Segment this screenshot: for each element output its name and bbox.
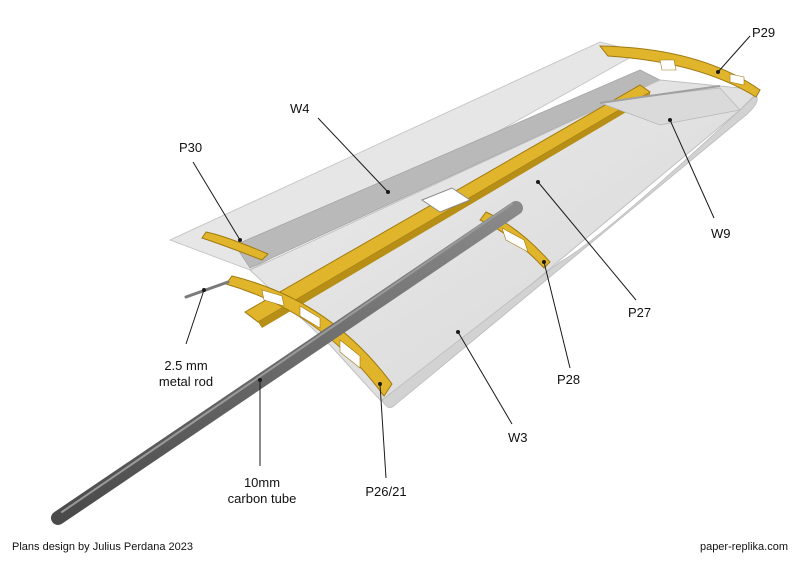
rib-p29 [598,45,761,98]
label-p28: P28 [557,372,580,387]
label-p27: P27 [628,305,651,320]
label-carbon-tube-line2: carbon tube [228,491,297,506]
skin-square-hole [420,187,472,213]
carbon-tube-highlight [61,203,513,513]
leader-p26-21-dot [378,382,382,386]
carbon-tube [51,201,523,525]
leader-p30 [192,161,241,241]
label-w3: W3 [508,430,528,445]
label-p30: P30 [179,140,202,155]
leader-p27-dot [536,180,540,184]
label-w4: W4 [290,101,310,116]
leader-w3-dot [456,330,460,334]
label-metal-rod-line1: 2.5 mm [164,358,207,373]
metal-rod [184,280,230,299]
leader-p29-dot [716,70,720,74]
rib-p26-hole-3 [339,339,361,369]
leader-lines [185,35,751,479]
leader-p29 [717,35,751,73]
leader-metal-rod-dot [202,288,206,292]
leader-carbon-tube-dot [258,378,262,382]
label-w9: W9 [711,226,731,241]
leader-w3 [457,331,513,425]
leader-w9 [669,119,715,219]
rib-p30 [201,231,269,261]
label-metal-rod-line2: metal rod [159,374,213,389]
label-p29: P29 [752,25,775,40]
leader-p30-dot [238,238,242,242]
rib-p26-hole-1 [261,289,285,307]
rib-p28-hole [501,227,529,253]
leader-p28 [543,261,571,369]
leader-metal-rod [185,289,205,345]
label-carbon-tube-line1: 10mm [244,475,280,490]
rib-p29-hole-2 [729,73,745,86]
label-p26-21: P26/21 [365,484,406,499]
credit-text: Plans design by Julius Perdana 2023 [12,541,194,553]
leader-p28-dot [542,260,546,264]
leader-w9-dot [668,118,672,122]
leader-p27 [537,181,637,301]
spar-p27-side [258,92,650,328]
website-text: paper-replika.com [699,541,788,553]
leader-w4-dot [386,190,390,194]
wing-skin-w3 [249,79,762,406]
leader-p26-21 [379,383,387,479]
leader-w4 [317,117,389,193]
w9-hinge-line [599,85,721,104]
rib-p26-hole-2 [299,305,321,329]
rib-p29-hole-1 [659,59,677,71]
